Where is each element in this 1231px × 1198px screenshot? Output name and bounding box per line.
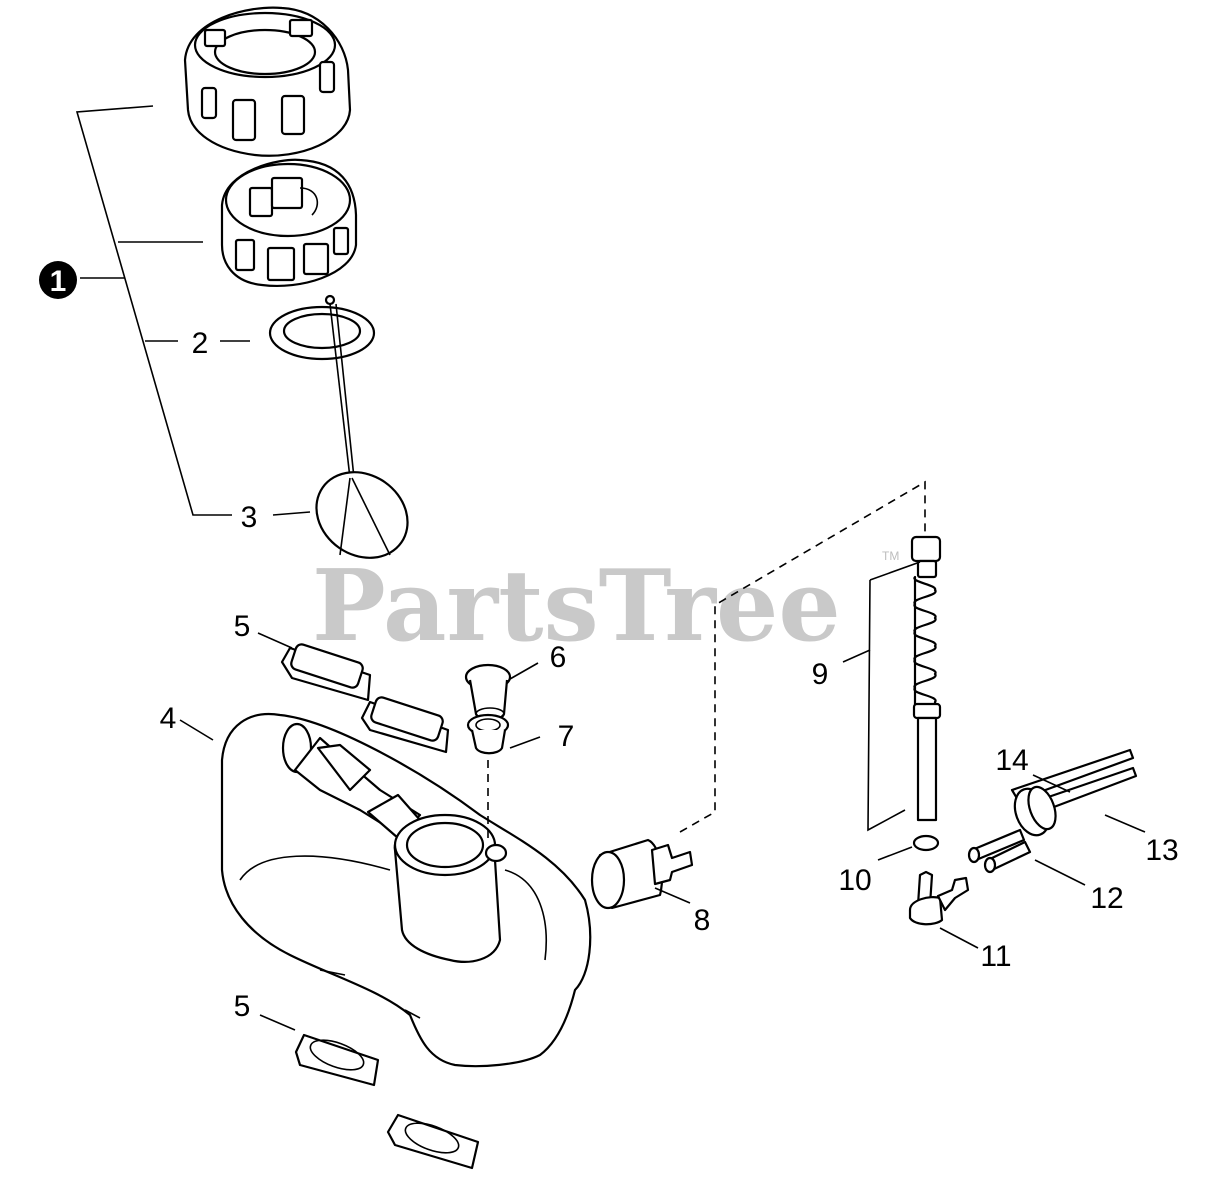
callout-1-bracket (75, 105, 311, 516)
callout-9: 9 (812, 658, 829, 691)
watermark-tm: TM (882, 549, 899, 563)
callout-11: 11 (980, 940, 1011, 973)
callout-2: 2 (192, 327, 209, 360)
leader-9 (842, 649, 871, 663)
callout-5-top: 5 (234, 610, 251, 643)
grommet-bottom-right (386, 1113, 480, 1170)
callout-5-bottom: 5 (234, 990, 251, 1023)
line-grommet-assembly (967, 748, 1138, 874)
leader-9-top (869, 561, 921, 581)
callout-4: 4 (160, 702, 177, 735)
elbow-fitting (908, 870, 970, 926)
fuel-cap (220, 158, 358, 287)
fuel-line (910, 535, 942, 822)
callout-8: 8 (694, 904, 711, 937)
dash-line-routing (679, 480, 926, 833)
watermark-text: PartsTree (312, 549, 841, 664)
callout-1-label: 1 (50, 265, 67, 298)
callout-12: 12 (1090, 882, 1123, 915)
callout-13: 13 (1145, 834, 1178, 867)
callout-3: 3 (241, 501, 258, 534)
bushing (464, 663, 512, 722)
retainer-strainer (315, 294, 409, 559)
grommet-bottom-left (294, 1033, 380, 1087)
cap-outer-ring (183, 6, 352, 157)
grommet-top-right (360, 696, 450, 754)
callout-14: 14 (995, 744, 1028, 777)
grommet-7 (466, 713, 510, 755)
o-ring (912, 834, 940, 852)
callout-leaders (179, 632, 1146, 1031)
leader-9-bracket (867, 579, 906, 832)
callout-6: 6 (550, 641, 567, 674)
grommet-top-left (280, 643, 372, 702)
gasket (268, 305, 376, 361)
callout-1-badge (39, 261, 77, 299)
fuel-filter (590, 838, 694, 910)
callout-7: 7 (558, 720, 575, 753)
fuel-tank (220, 713, 592, 1068)
callout-10: 10 (838, 864, 871, 897)
